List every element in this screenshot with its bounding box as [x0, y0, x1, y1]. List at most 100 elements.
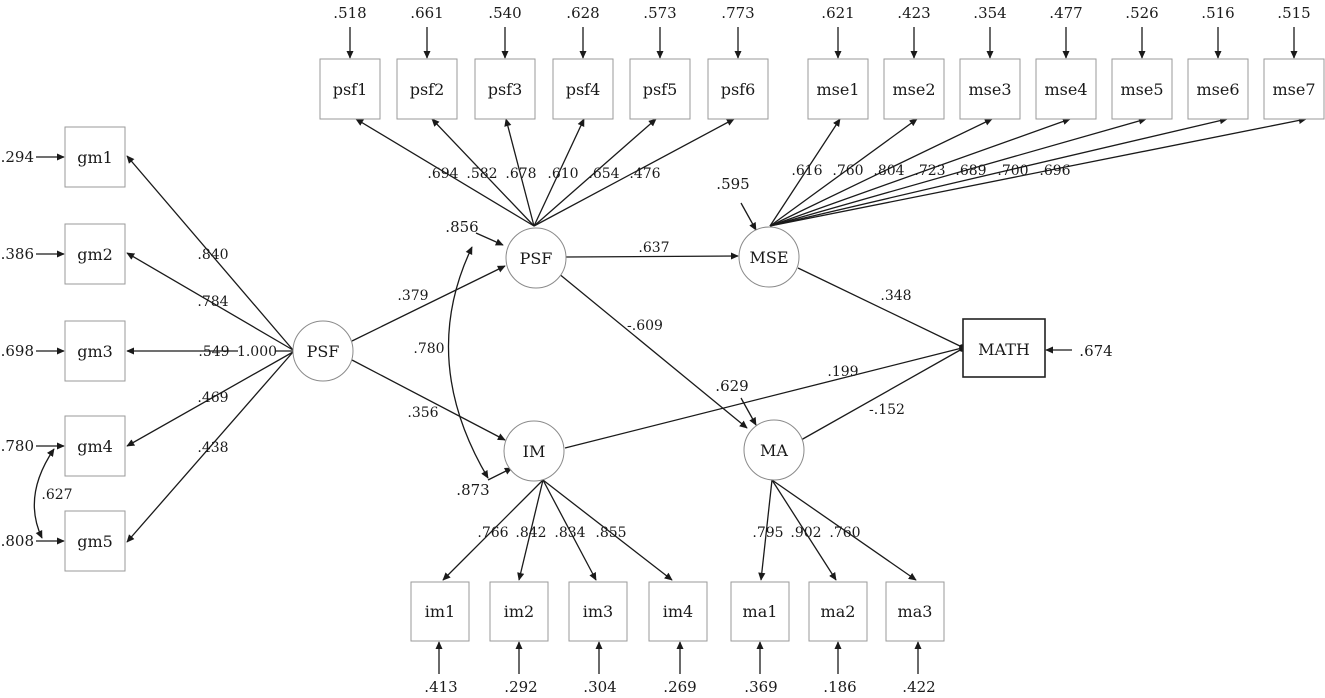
box-psf1: psf1 [319, 58, 381, 120]
error-label-mse7: .515 [1277, 4, 1310, 22]
observed-psf-row: psf1 psf2 psf3 psf4 psf5 psf6 [319, 58, 769, 120]
path-label-cov-gm4-gm5: .627 [41, 487, 72, 503]
error-label-mse2: .423 [897, 4, 930, 22]
error-label-mse4: .477 [1049, 4, 1082, 22]
error-label-psf3: .540 [488, 4, 521, 22]
box-im4: im4 [648, 581, 708, 642]
loading-arrow-psf2 [431, 118, 535, 227]
loading-label-psf3: .678 [505, 166, 536, 182]
loading-label-gm1: .840 [197, 247, 228, 263]
loading-arrow-mse2 [769, 118, 918, 227]
loading-arrow-mse6 [769, 117, 1228, 227]
loading-label-gm4: .469 [197, 390, 228, 406]
box-mse6: mse6 [1187, 58, 1249, 120]
disturbance-arrow-im [487, 467, 513, 481]
loading-label-ma3: .760 [829, 525, 860, 541]
box-psf6: psf6 [707, 58, 769, 120]
box-label-ma1: ma1 [743, 602, 778, 621]
path-psf2nd-psf [351, 265, 506, 342]
box-gm1: gm1 [64, 126, 126, 188]
loading-arrow-gm2 [126, 252, 294, 351]
disturbance-arrow-psf [475, 232, 504, 246]
loading-arrow-mse7 [769, 116, 1307, 227]
box-psf3: psf3 [474, 58, 536, 120]
loading-arrow-gm5 [126, 351, 294, 543]
box-label-gm1: gm1 [77, 148, 113, 167]
loading-label-mse6: .700 [997, 163, 1028, 179]
path-label-im-math: .199 [827, 364, 858, 380]
error-label-im1: .413 [424, 678, 457, 696]
loading-label-im3: .834 [554, 525, 585, 541]
loading-label-gm3: .549 [198, 344, 229, 360]
box-math: MATH [962, 318, 1046, 378]
box-label-psf2: psf2 [410, 80, 445, 99]
loading-labels-gm: .840 .784 .549 .469 .438 1.000 [197, 247, 277, 456]
error-label-mse6: .516 [1201, 4, 1234, 22]
loading-arrow-psf4 [533, 118, 585, 227]
latent-psf: PSF [505, 227, 567, 289]
path-psf2nd-im [351, 359, 506, 441]
loading-arrow-mse5 [769, 117, 1147, 227]
loading-labels-im: .766 .842 .834 .855 [477, 525, 626, 541]
error-label-im3: .304 [583, 678, 616, 696]
loading-arrow-ma1 [758, 479, 773, 581]
error-label-psf5: .573 [643, 4, 676, 22]
error-label-gm3: .698 [1, 342, 34, 360]
box-label-mse2: mse2 [892, 80, 935, 99]
box-label-im1: im1 [425, 602, 455, 621]
loading-labels-ma: .795 .902 .760 [752, 525, 860, 541]
box-label-mse6: mse6 [1196, 80, 1239, 99]
path-label-mse-math: .348 [880, 288, 911, 304]
loading-label-mse7: .696 [1039, 163, 1070, 179]
loading-arrow-psf3 [504, 118, 535, 227]
loading-arrow-gm4 [126, 351, 294, 447]
loading-label-im1: .766 [477, 525, 508, 541]
box-psf2: psf2 [396, 58, 458, 120]
error-label-psf4: .628 [566, 4, 599, 22]
error-labels-mse: .621 .423 .354 .477 .526 .516 .515 [821, 4, 1310, 22]
loading-arrow-mse4 [769, 118, 1071, 227]
error-label-im2: .292 [504, 678, 537, 696]
error-label-gm2: .386 [1, 245, 34, 263]
loading-arrow-im4 [542, 479, 673, 581]
path-label-ma-math: -.152 [869, 402, 905, 418]
path-psf-mse [565, 252, 739, 260]
box-label-mse1: mse1 [816, 80, 859, 99]
box-label-ma3: ma3 [898, 602, 933, 621]
covariance-gm4-gm5 [33, 448, 55, 539]
observed-ma-row: ma1 ma2 ma3 [730, 581, 945, 642]
loading-label-gm-fixed: 1.000 [237, 344, 277, 360]
box-label-mse4: mse4 [1044, 80, 1087, 99]
loading-arrow-ma3 [771, 479, 917, 581]
loading-arrow-psf1 [355, 118, 535, 227]
box-label-gm5: gm5 [77, 532, 113, 551]
latent-mse: MSE [738, 226, 800, 288]
loading-arrow-ma2 [771, 479, 837, 581]
loading-label-psf5: .654 [588, 166, 619, 182]
box-label-psf3: psf3 [488, 80, 523, 99]
disturbance-arrow-mse [740, 202, 757, 231]
error-label-ma1: .369 [744, 678, 777, 696]
error-label-ma2: .186 [823, 678, 856, 696]
loading-arrow-psf5 [533, 118, 657, 227]
error-label-psf2: .661 [410, 4, 443, 22]
box-label-psf1: psf1 [333, 80, 368, 99]
path-label-psf2nd-psf: .379 [397, 288, 428, 304]
box-label-mse5: mse5 [1120, 80, 1163, 99]
path-labels: .379 .356 .637 -.609 .348 .199 -.152 .78… [41, 240, 911, 503]
loading-label-mse5: .689 [955, 163, 986, 179]
loading-arrow-mse3 [769, 118, 993, 227]
box-psf5: psf5 [629, 58, 691, 120]
error-label-ma3: .422 [902, 678, 935, 696]
path-ma-math [800, 346, 965, 441]
error-labels-ma: .369 .186 .422 [744, 678, 935, 696]
box-gm3: gm3 [64, 320, 126, 382]
box-label-psf5: psf5 [643, 80, 678, 99]
box-mse2: mse2 [883, 58, 945, 120]
latent-im: IM [503, 420, 565, 482]
latent-factors: PSF PSF IM MSE MA [292, 226, 805, 482]
box-im2: im2 [489, 581, 549, 642]
loading-label-gm-fixed-backdrop [238, 342, 276, 360]
box-mse5: mse5 [1111, 58, 1173, 120]
